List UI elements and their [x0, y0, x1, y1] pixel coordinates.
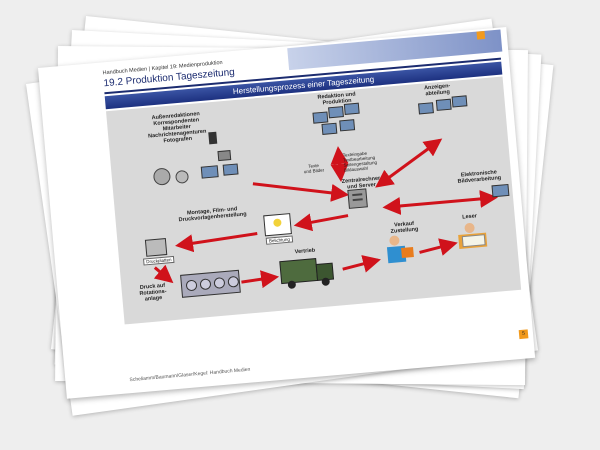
server-icon [348, 189, 368, 209]
arrow-bildverarbeitung-server [385, 198, 495, 208]
arrow-belichtung-to-druckplatten [178, 234, 258, 246]
anzeigen-monitors [418, 96, 467, 114]
redaktion-monitors [312, 103, 360, 135]
front-slide[interactable]: Handbuch Medien | Kapitel 19: Medienprod… [38, 27, 535, 399]
arrow-server-to-belichtung [296, 216, 348, 226]
reader-icon [457, 222, 487, 249]
arrow-druckplatten-to-druck [155, 266, 171, 282]
page-number: 5 [519, 329, 529, 339]
arrow-vertrieb-to-verkauf [342, 260, 378, 269]
header-accent-square [476, 31, 485, 40]
druckplatten-icon [145, 239, 166, 257]
belichtung-icon [264, 214, 292, 236]
footer-authors: Scheliamm/Baumann/Glaser/Kegel: Handbuch… [129, 367, 250, 384]
arrow-verkauf-to-leser [419, 243, 455, 252]
newspaper-seller-icon [386, 234, 414, 263]
arrow-druck-to-vertrieb [241, 277, 276, 282]
diagram-area: Außenredaktionen Korrespondenten Mitarbe… [106, 77, 521, 325]
arrow-redaktion-server [338, 149, 341, 179]
delivery-truck-icon [280, 257, 334, 289]
rotation-press-icon [181, 270, 241, 297]
bildverarbeitung-icon [492, 184, 509, 196]
